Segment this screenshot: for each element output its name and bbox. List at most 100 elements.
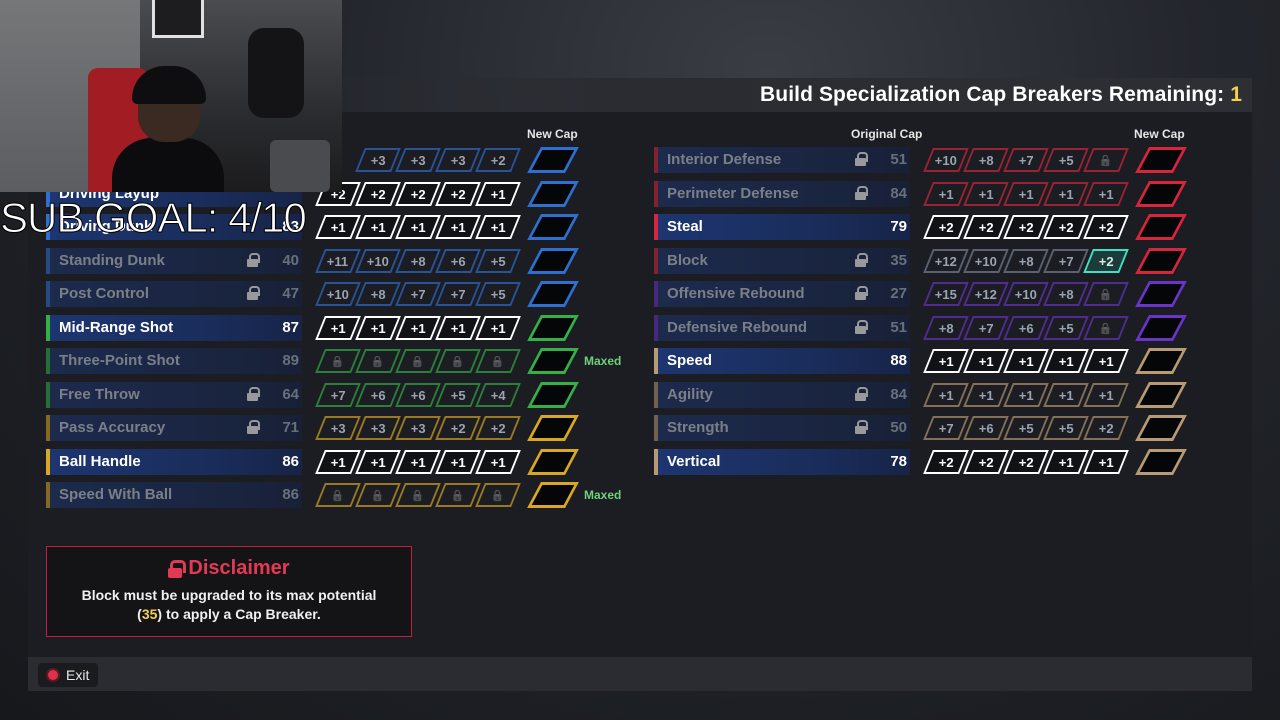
lock-icon: 🔒 (411, 489, 425, 502)
cap-breaker-slot[interactable]: +10 (963, 248, 1009, 273)
cap-breaker-slot[interactable]: +1 (1003, 382, 1049, 407)
cap-breaker-slot[interactable]: 🔒 (435, 483, 481, 507)
cap-breaker-slot[interactable]: 🔒 (475, 483, 521, 507)
boost-value: +2 (978, 454, 994, 469)
boost-value: +2 (1018, 219, 1034, 235)
cap-breaker-slot[interactable]: +1 (1043, 181, 1089, 206)
cap-breaker-slot[interactable]: +2 (1083, 416, 1129, 440)
cap-breaker-slot[interactable]: +2 (923, 215, 969, 239)
cap-breaker-slot[interactable]: +8 (1043, 282, 1089, 306)
cap-breaker-slot[interactable]: 🔒 (1083, 148, 1129, 172)
cap-breaker-slot[interactable]: +2 (1083, 248, 1129, 273)
attribute-name: Standing Dunk (59, 251, 165, 269)
cap-breaker-slot[interactable]: +1 (923, 181, 969, 206)
lock-icon (855, 252, 868, 268)
attribute-rating: 51 (890, 151, 907, 168)
cap-breaker-slot[interactable]: 🔒 (1083, 282, 1129, 306)
cap-breaker-slot[interactable]: +1 (1003, 181, 1049, 206)
cap-breaker-slot[interactable]: +2 (963, 215, 1009, 239)
boost-value: +1 (978, 353, 994, 369)
boost-value: +12 (974, 286, 998, 302)
lock-icon: 🔒 (1099, 322, 1113, 334)
cap-breaker-slot[interactable]: 🔒 (315, 483, 361, 507)
cap-breaker-slot[interactable]: +5 (1043, 416, 1089, 440)
cap-breaker-slot[interactable]: +7 (1003, 148, 1049, 172)
new-cap-indicator (1135, 415, 1187, 441)
attribute-name: Strength (667, 419, 729, 436)
cap-breaker-slot[interactable]: +15 (923, 282, 969, 306)
cap-breaker-slot[interactable]: +2 (923, 449, 969, 474)
lock-icon (168, 559, 187, 578)
cap-breaker-slot[interactable]: +5 (1043, 148, 1089, 172)
attribute-rating: 88 (890, 352, 907, 369)
cap-breaker-slot[interactable]: +1 (1083, 382, 1129, 407)
footer-bar (28, 657, 1252, 691)
cap-breaker-slot[interactable]: +2 (1003, 449, 1049, 474)
cap-breaker-slot[interactable]: +2 (1043, 215, 1089, 239)
cap-breaker-slot[interactable]: +1 (1003, 349, 1049, 373)
cap-breaker-slot[interactable]: +7 (1043, 248, 1089, 273)
cap-breaker-slot[interactable]: +1 (963, 349, 1009, 373)
lock-icon (855, 152, 868, 167)
boost-value: +1 (978, 186, 994, 201)
cap-breaker-slot[interactable]: +10 (923, 148, 969, 172)
webcam-picture-frame (152, 0, 204, 38)
cap-breaker-slot[interactable]: +1 (923, 382, 969, 407)
cap-breaker-slot[interactable]: +6 (963, 416, 1009, 440)
cap-breaker-slot[interactable]: +1 (1043, 349, 1089, 373)
cap-breaker-slot[interactable]: +1 (1083, 449, 1129, 474)
cap-breaker-slot[interactable]: +7 (963, 315, 1009, 340)
cap-breaker-slot[interactable]: +1 (1083, 181, 1129, 206)
cap-breaker-slot[interactable]: +1 (1043, 449, 1089, 474)
cap-breaker-slot[interactable]: 🔒 (1083, 315, 1129, 340)
boost-value: +1 (1018, 387, 1034, 402)
cap-breaker-slot[interactable]: +12 (963, 282, 1009, 306)
cap-breaker-slot[interactable]: +7 (923, 416, 969, 440)
cap-breaker-slot[interactable]: +2 (1083, 215, 1129, 239)
cap-breaker-slot[interactable]: +5 (1043, 315, 1089, 340)
cap-breaker-slot[interactable]: 🔒 (395, 483, 441, 507)
cap-breaker-slot[interactable]: +8 (963, 148, 1009, 172)
cap-breaker-slot[interactable]: +8 (923, 315, 969, 340)
cap-breaker-slot[interactable]: +1 (1083, 349, 1129, 373)
cap-breaker-slot[interactable]: +12 (923, 248, 969, 273)
exit-button[interactable]: Exit (38, 663, 98, 687)
cap-breaker-slot[interactable]: 🔒 (355, 483, 401, 507)
cap-breaker-slot[interactable]: +2 (1003, 215, 1049, 239)
cap-breaker-slot[interactable]: +10 (1003, 282, 1049, 306)
boost-value: +2 (1018, 454, 1034, 469)
cap-breaker-slot[interactable]: +2 (963, 449, 1009, 474)
cap-breaker-slot[interactable]: +1 (963, 382, 1009, 407)
cap-breaker-slot[interactable]: +1 (1043, 382, 1089, 407)
cap-breaker-slot[interactable]: +6 (1003, 315, 1049, 340)
cap-breaker-slot[interactable]: +8 (1003, 248, 1049, 273)
cap-breaker-slot[interactable]: +1 (963, 181, 1009, 206)
cap-breaker-slot[interactable]: +5 (1003, 416, 1049, 440)
sub-goal-overlay: SUB GOAL: 4/10 (0, 194, 307, 242)
lock-icon (247, 420, 260, 435)
cap-breaker-slot[interactable]: +1 (923, 349, 969, 373)
